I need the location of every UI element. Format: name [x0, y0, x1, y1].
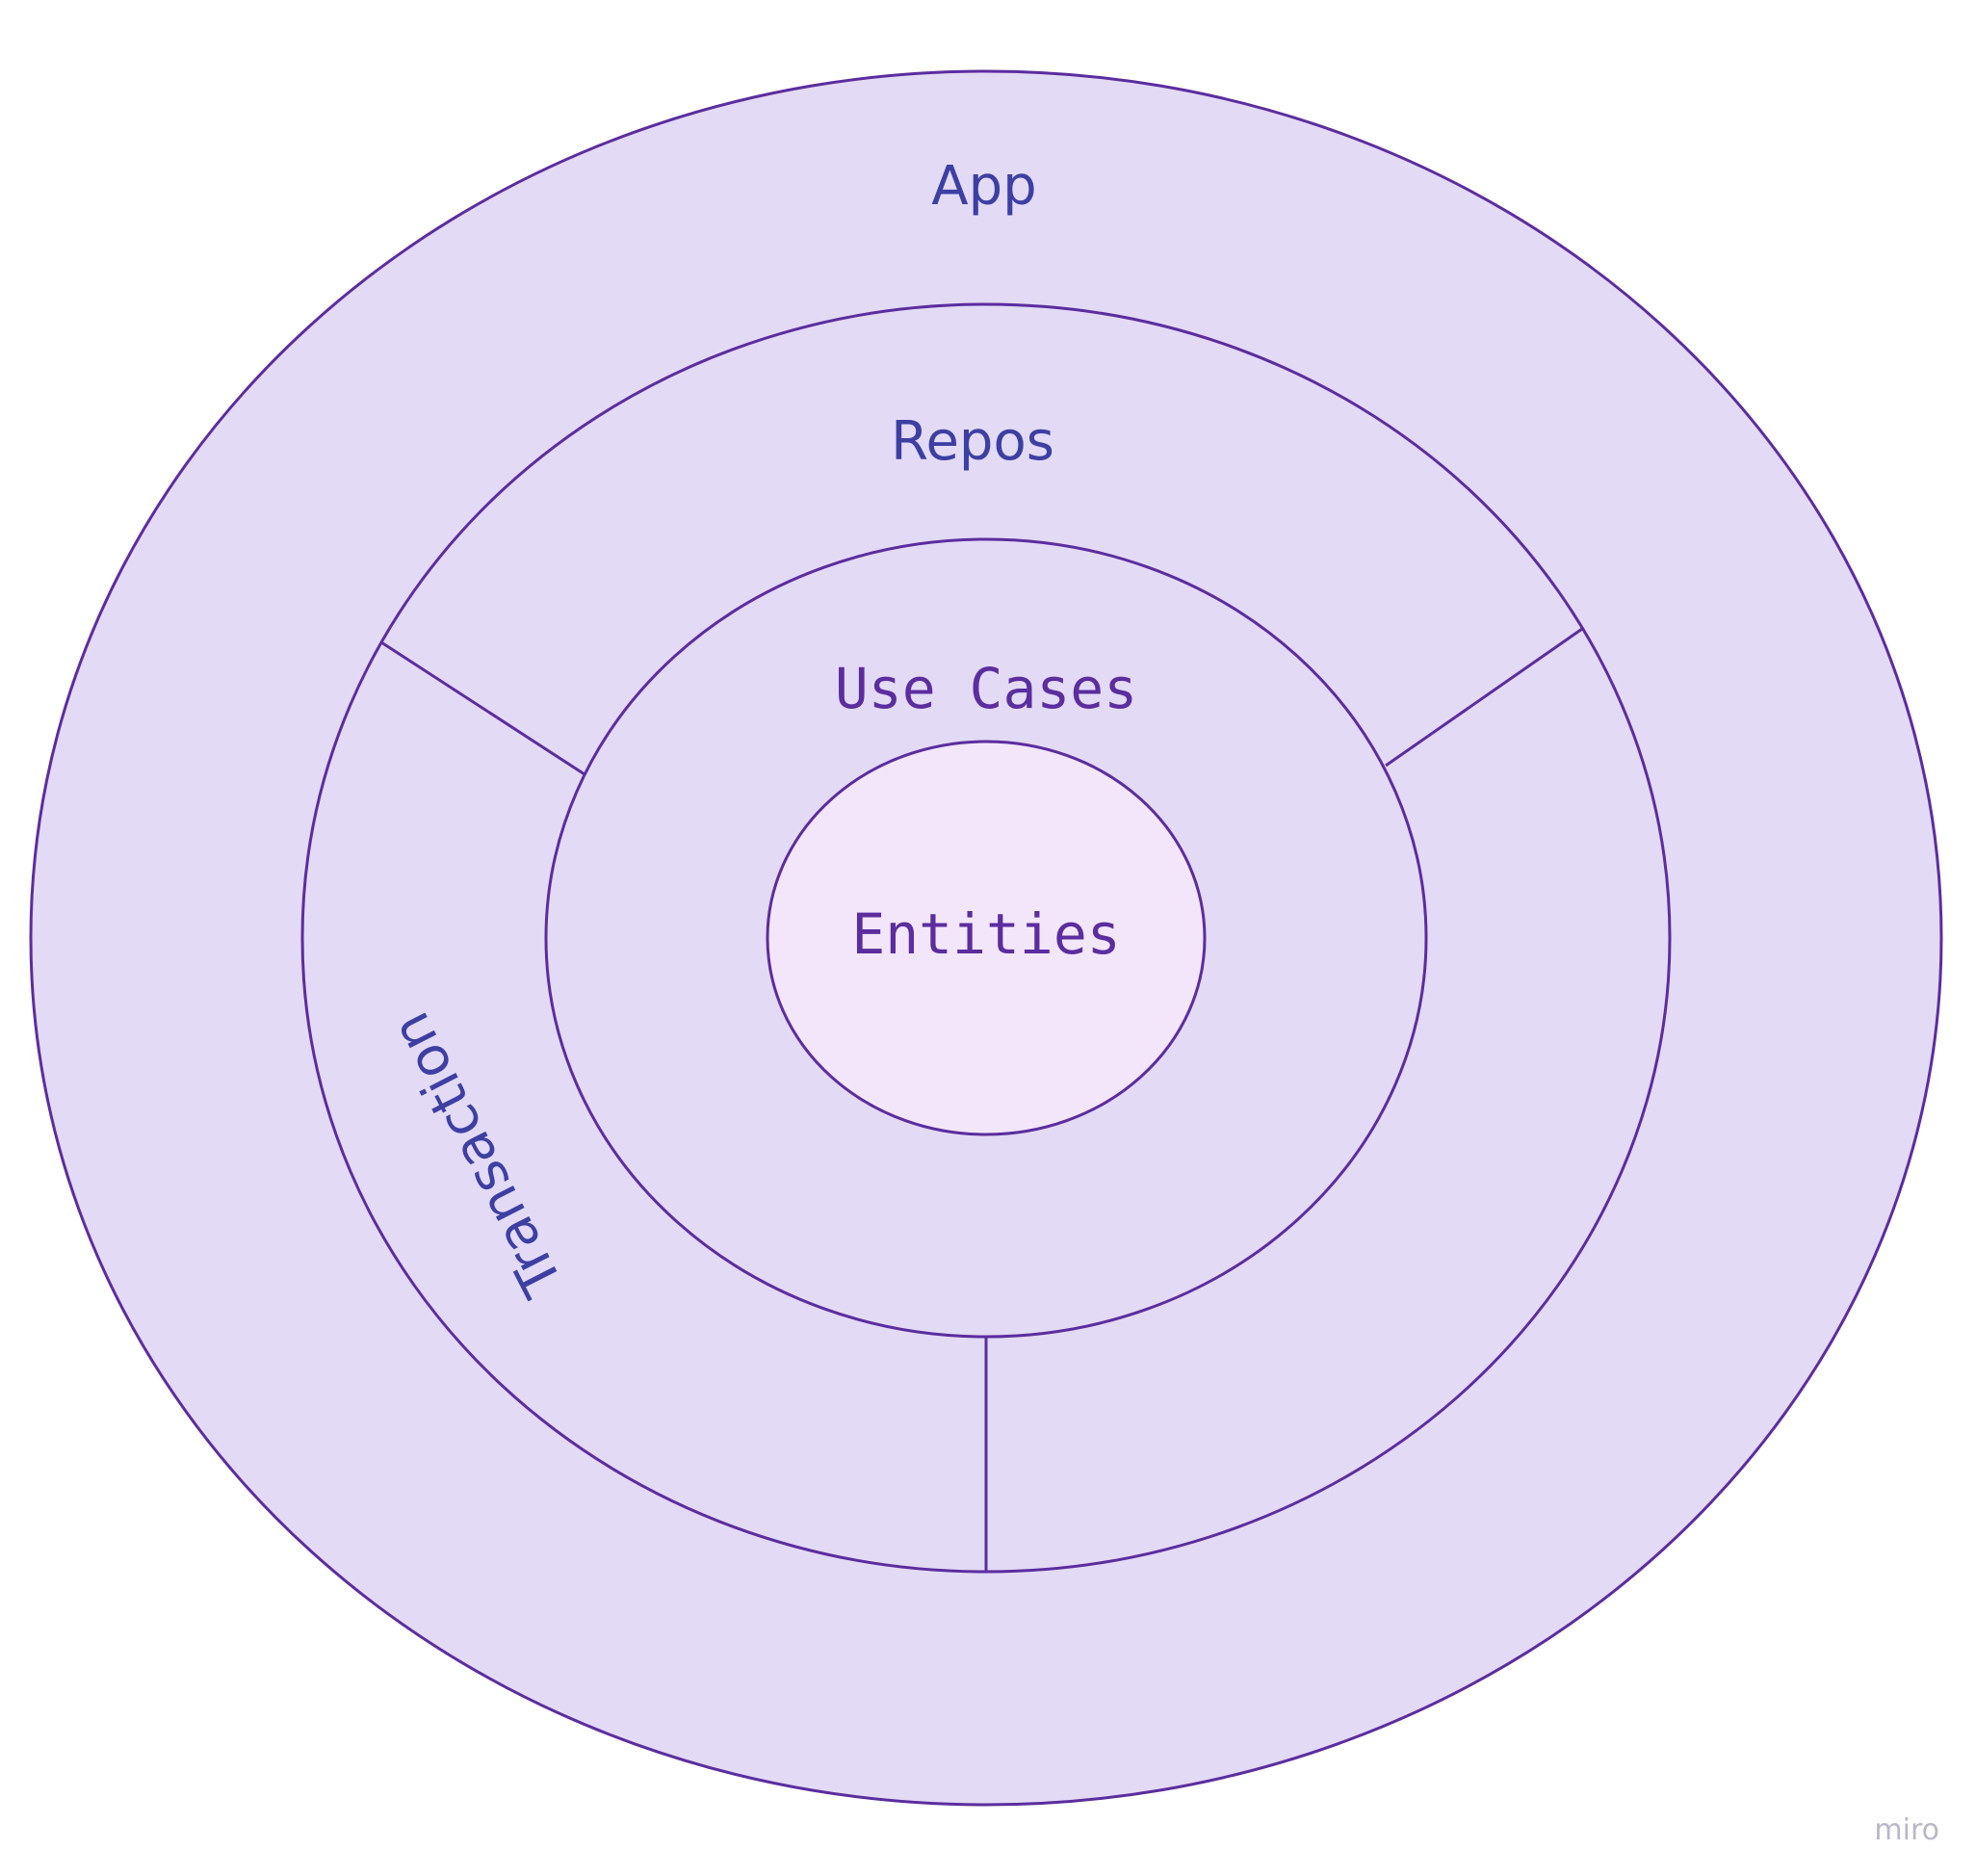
- repos-label: Repos: [891, 410, 1054, 473]
- repos-divider-left: [380, 640, 585, 776]
- entities-core: [766, 740, 1207, 1136]
- repos-divider-right: [1385, 627, 1583, 768]
- miro-watermark: miro: [1874, 1813, 1939, 1847]
- app-label: App: [931, 155, 1036, 218]
- entities-label: Entities: [851, 901, 1120, 967]
- use-cases-label: Use Cases: [835, 656, 1137, 721]
